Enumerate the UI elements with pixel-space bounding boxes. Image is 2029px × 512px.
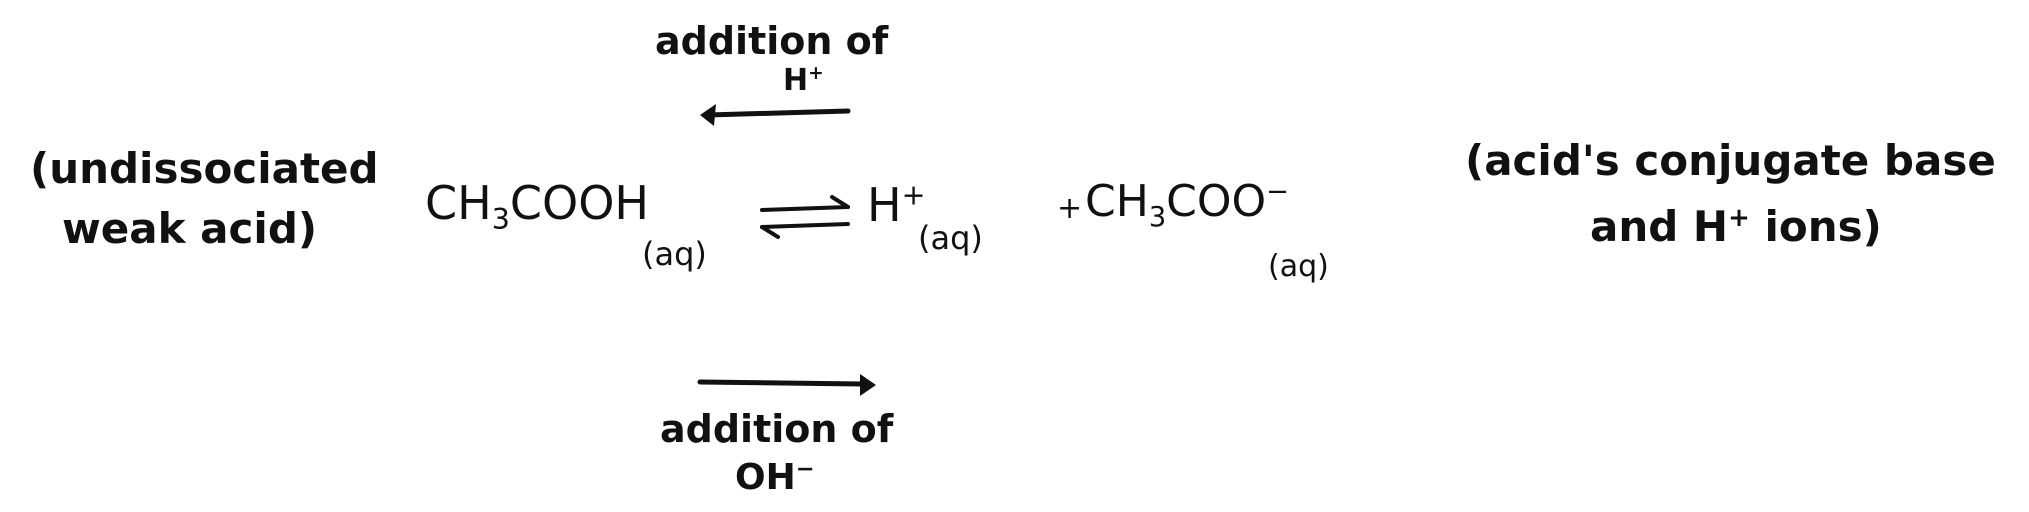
top-annotation-line1: addition of [655,19,889,63]
equation-base: CH3COO− [1085,178,1289,231]
acid-cooh: COOH [509,176,649,230]
right-label-ions: ions) [1749,202,1882,251]
equation-acid: CH3COOH [425,180,649,234]
top-annotation-h: H [783,63,809,98]
equilibrium-arrow [760,195,850,239]
acid-state: (aq) [642,235,707,273]
base-charge: − [1266,176,1290,208]
h-ion-symbol: H [867,178,902,232]
acid-subscript: 3 [491,203,510,237]
left-arrow [700,104,851,126]
bottom-annotation-oh: OH [735,457,796,498]
base-ch: CH [1085,176,1149,227]
right-label-and-h: and H [1590,202,1729,251]
equation-plus: + [1057,191,1083,226]
left-label-line1: (undissociated [30,144,379,193]
acid-ch: CH [425,176,492,230]
bottom-annotation-line1: addition of [660,407,894,451]
base-subscript: 3 [1148,201,1167,233]
h-ion-charge: + [901,178,926,212]
top-annotation-h-charge: + [808,63,824,84]
h-ion-state: (aq) [918,219,983,257]
equation-h-ion: H+ [867,178,926,228]
top-annotation-line2: H+ [783,63,824,98]
left-label-line2: weak acid) [62,204,318,253]
right-label-line2: and H+ ions) [1590,203,1882,248]
bottom-annotation-line2: OH− [735,457,814,498]
right-arrow [697,374,876,396]
bottom-annotation-oh-charge: − [795,456,815,482]
right-label-line1: (acid's conjugate base [1465,136,1996,185]
base-coo: COO [1166,176,1267,227]
right-label-h-charge: + [1728,203,1750,233]
base-state: (aq) [1268,249,1329,284]
